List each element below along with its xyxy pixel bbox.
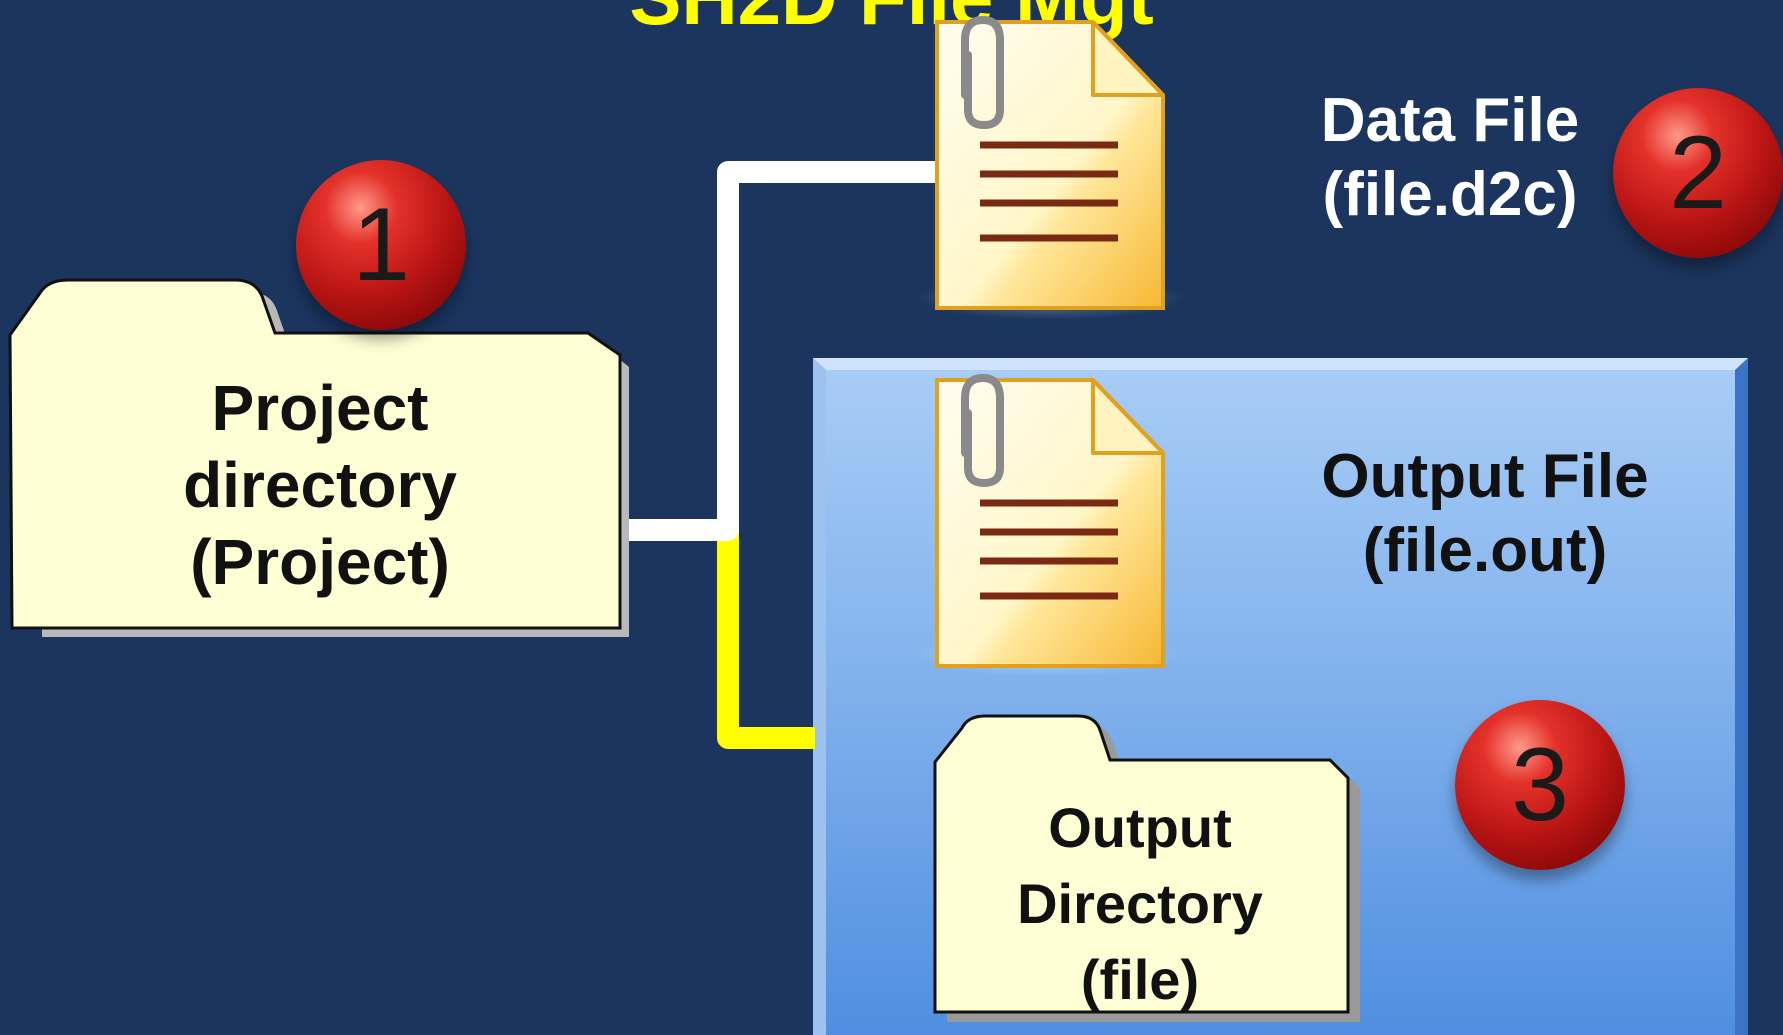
label-line: Output File	[1321, 442, 1649, 511]
folder-icon	[933, 714, 1360, 1022]
label-line: (file.out)	[1362, 516, 1608, 586]
document-icon	[915, 15, 1185, 320]
label-line: (file.d2c)	[1322, 160, 1578, 230]
label-line: (file)	[1080, 948, 1200, 1012]
project-folder-label: Project directory (Project)	[70, 370, 570, 600]
connector-to-data-file	[620, 161, 940, 541]
paperclip-icon	[961, 373, 1004, 488]
label-line: directory	[183, 448, 457, 521]
paperclip-icon	[961, 15, 1004, 130]
folder-icon	[8, 278, 629, 637]
data-file-label: Data File (file.d2c)	[1270, 84, 1630, 233]
badge-3: 3	[1455, 700, 1625, 870]
label-line: Directory	[1017, 872, 1263, 936]
output-file-label: Output File (file.out)	[1270, 440, 1700, 589]
label-line: Data File	[1320, 86, 1580, 155]
output-folder-label: Output Directory (file)	[940, 790, 1340, 1018]
badge-2: 2	[1613, 88, 1783, 258]
label-line: Output	[1048, 796, 1232, 859]
badge-1: 1	[296, 160, 466, 330]
label-line: (Project)	[190, 525, 450, 598]
document-icon	[915, 373, 1185, 677]
connector-to-output-dir	[717, 530, 815, 749]
connector-lines	[620, 161, 940, 749]
label-line: Project	[211, 372, 429, 444]
